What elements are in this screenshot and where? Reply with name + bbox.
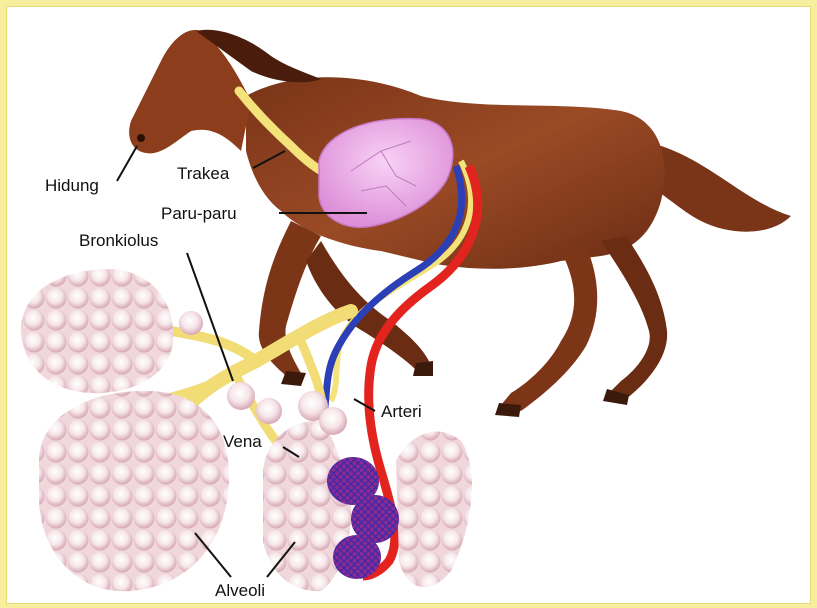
label-hidung: Hidung [45,177,99,194]
label-vena: Vena [223,433,262,450]
label-alveoli: Alveoli [215,582,265,599]
label-paru-paru: Paru-paru [161,205,237,222]
label-arteri: Arteri [381,403,422,420]
diagram-frame: Hidung Trakea Paru-paru Bronkiolus Arter… [6,6,811,604]
label-trakea: Trakea [177,165,229,182]
label-bronkiolus: Bronkiolus [79,232,158,249]
alveoli-clusters [21,269,472,591]
horse-respiration-illustration [7,7,810,603]
